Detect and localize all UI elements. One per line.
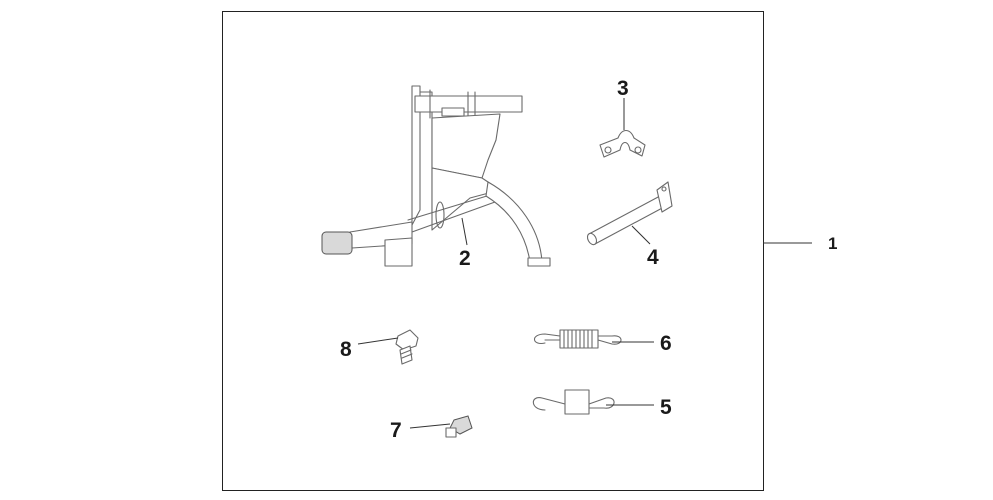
callout-7: 7 <box>390 419 402 442</box>
callout-4: 4 <box>647 246 659 269</box>
spring-b-illustration <box>532 389 615 415</box>
stopper-plate-illustration <box>599 129 646 158</box>
leader-line-8 <box>357 337 399 345</box>
callout-3: 3 <box>617 77 629 100</box>
callout-1: 1 <box>828 234 837 253</box>
rubber-stopper-illustration <box>445 415 473 438</box>
bolt-illustration <box>395 329 419 365</box>
leader-line-4 <box>631 225 651 245</box>
callout-6: 6 <box>660 332 672 355</box>
diagram-frame <box>222 11 764 491</box>
callout-8: 8 <box>340 338 352 361</box>
callout-2: 2 <box>459 247 471 270</box>
leader-line-2 <box>461 217 468 246</box>
pivot-shaft-illustration <box>586 181 673 246</box>
spring-a-illustration <box>533 329 622 349</box>
main-stand-illustration <box>321 85 551 267</box>
leader-line-7 <box>409 423 451 429</box>
callout-5: 5 <box>660 396 672 419</box>
